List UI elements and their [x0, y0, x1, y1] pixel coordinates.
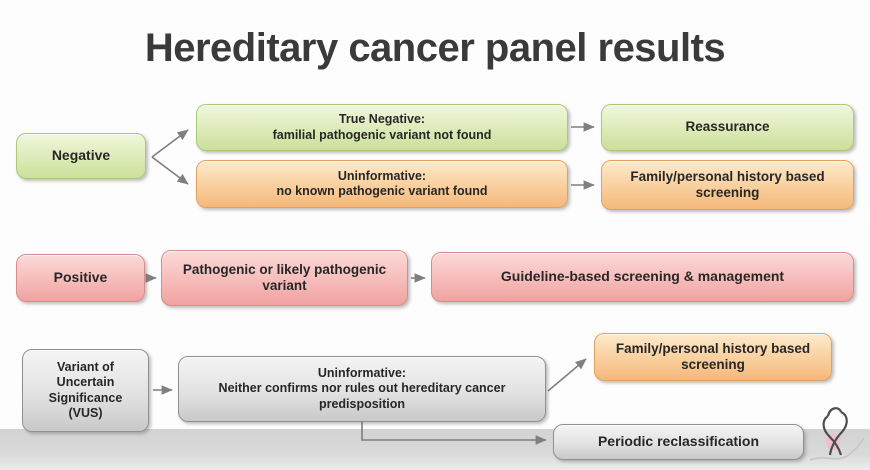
uninformative-vus-heading: Uninformative:: [317, 366, 407, 381]
family-history-screening-box-2: Family/personal history based screening: [594, 333, 832, 381]
vus-source-box: Variant of Uncertain Significance (VUS): [22, 349, 149, 432]
uninformative-vus-box: Uninformative: Neither confirms nor rule…: [178, 356, 546, 422]
true-negative-heading: True Negative:: [338, 112, 426, 127]
positive-source-label: Positive: [53, 269, 108, 286]
guideline-screening-box: Guideline-based screening & management: [431, 252, 854, 302]
uninformative-vus-detail: Neither confirms nor rules out hereditar…: [218, 381, 506, 411]
connector-uninformative-to-screening2: [547, 358, 587, 392]
vus-source-label: Variant of Uncertain Significance (VUS): [48, 360, 123, 420]
family-history-screening-box-1: Family/personal history based screening: [601, 160, 854, 210]
uninformative-negative-heading: Uninformative:: [337, 168, 427, 183]
uninformative-negative-box: Uninformative: no known pathogenic varia…: [196, 160, 568, 208]
negative-source-box: Negative: [16, 133, 146, 179]
true-negative-box: True Negative: familial pathogenic varia…: [196, 104, 568, 151]
pink-awareness-ribbon-icon: [809, 407, 865, 461]
connector-negative-to-truenegative: [151, 129, 189, 158]
negative-source-label: Negative: [51, 147, 111, 164]
reassurance-label: Reassurance: [685, 119, 770, 135]
connector-negative-to-uninformative: [151, 156, 189, 185]
periodic-reclassification-box: Periodic reclassification: [553, 424, 804, 460]
positive-source-box: Positive: [16, 254, 145, 302]
family-history-screening-label-2: Family/personal history based screening: [615, 340, 811, 372]
reassurance-box: Reassurance: [601, 104, 854, 151]
true-negative-detail: familial pathogenic variant not found: [272, 127, 492, 142]
pathogenic-variant-box: Pathogenic or likely pathogenic variant: [161, 250, 408, 306]
periodic-reclassification-label: Periodic reclassification: [597, 433, 760, 450]
pathogenic-variant-label: Pathogenic or likely pathogenic variant: [182, 261, 387, 293]
uninformative-negative-detail: no known pathogenic variant found: [276, 184, 488, 198]
page-title: Hereditary cancer panel results: [144, 26, 726, 70]
family-history-screening-label-1: Family/personal history based screening: [630, 168, 825, 200]
guideline-screening-label: Guideline-based screening & management: [500, 268, 785, 285]
